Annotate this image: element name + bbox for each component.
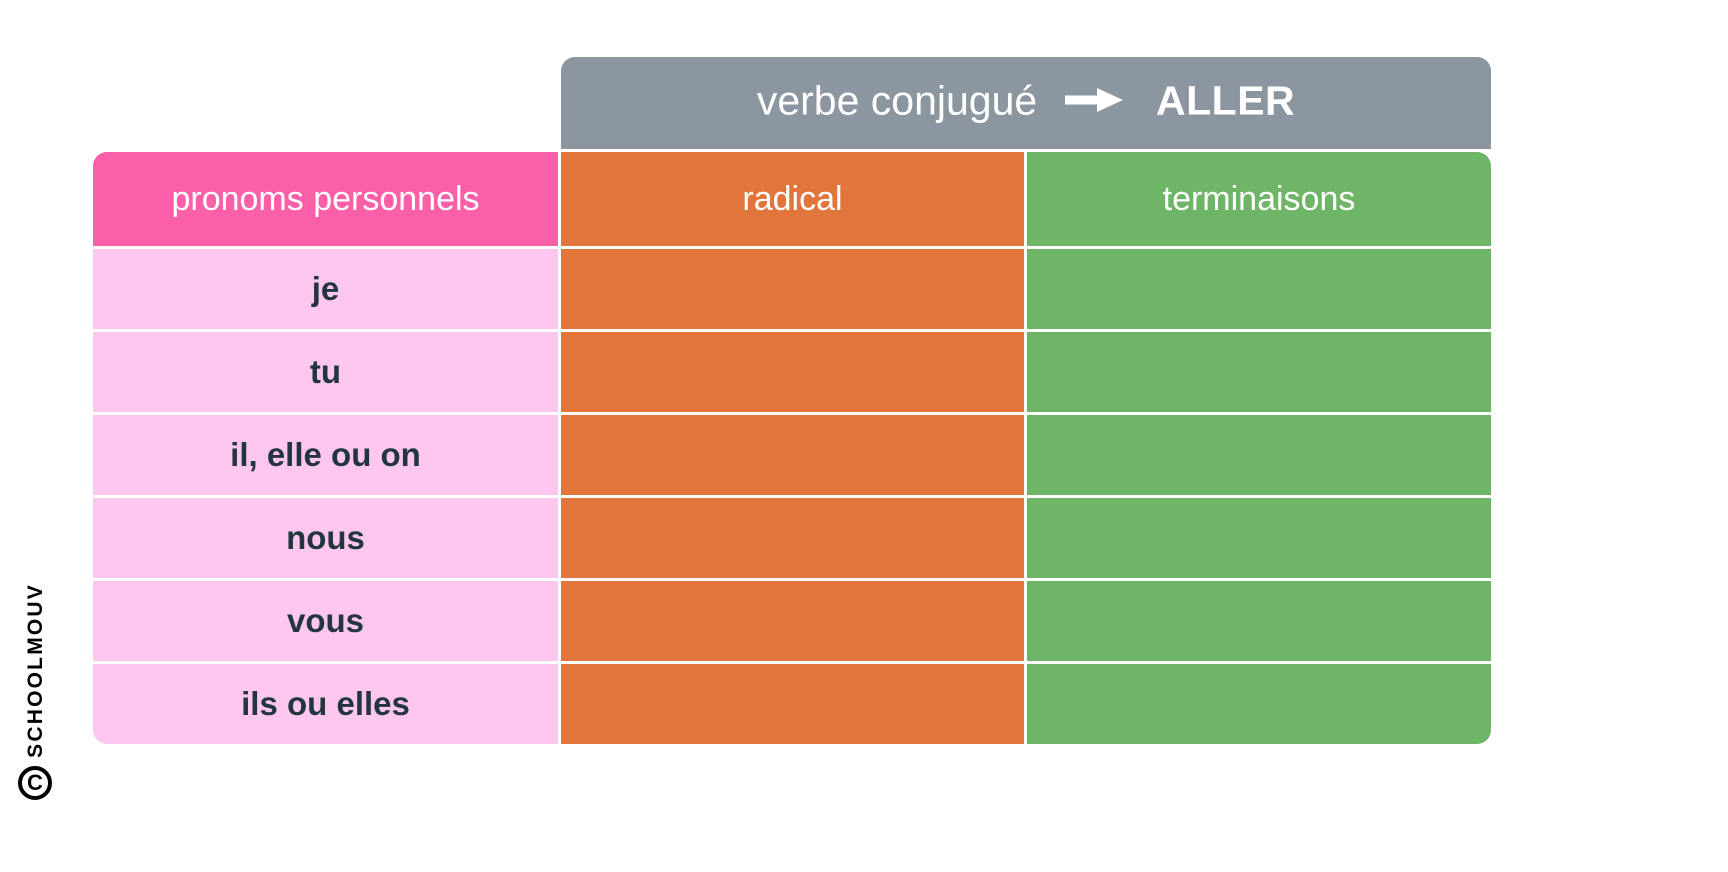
column-header-terminaisons: terminaisons bbox=[1027, 152, 1491, 246]
pronoun-cell: vous bbox=[93, 581, 558, 661]
radical-cell[interactable] bbox=[561, 498, 1024, 578]
terminaison-cell[interactable] bbox=[1027, 581, 1491, 661]
table-row: je bbox=[93, 249, 1491, 329]
terminaison-cell[interactable] bbox=[1027, 415, 1491, 495]
verb-title-prefix: verbe conjugué bbox=[756, 76, 1038, 123]
table-row: vous bbox=[93, 581, 1491, 661]
radical-cell[interactable] bbox=[561, 415, 1024, 495]
table-row: ils ou elles bbox=[93, 664, 1491, 744]
schoolmouv-watermark: C SCHOOLMOUV bbox=[18, 583, 52, 800]
terminaison-cell[interactable] bbox=[1027, 498, 1491, 578]
title-row-spacer bbox=[93, 57, 558, 149]
terminaison-cell[interactable] bbox=[1027, 664, 1491, 744]
copyright-icon: C bbox=[18, 766, 52, 800]
conjugation-table: verbe conjugué ALLER pronoms personnels … bbox=[90, 54, 1494, 747]
pronoun-cell: je bbox=[93, 249, 558, 329]
conjugation-table-container: verbe conjugué ALLER pronoms personnels … bbox=[90, 54, 1491, 747]
verb-name: ALLER bbox=[1156, 76, 1296, 123]
table-header-row: pronoms personnels radical terminaisons bbox=[93, 152, 1491, 246]
terminaison-cell[interactable] bbox=[1027, 332, 1491, 412]
brand-label: SCHOOLMOUV bbox=[23, 583, 47, 758]
table-title-row: verbe conjugué ALLER bbox=[93, 57, 1491, 149]
radical-cell[interactable] bbox=[561, 332, 1024, 412]
column-header-pronoms: pronoms personnels bbox=[93, 152, 558, 246]
arrow-right-icon bbox=[1064, 77, 1127, 124]
radical-cell[interactable] bbox=[561, 249, 1024, 329]
pronoun-cell: ils ou elles bbox=[93, 664, 558, 744]
radical-cell[interactable] bbox=[561, 581, 1024, 661]
pronoun-cell: tu bbox=[93, 332, 558, 412]
pronoun-cell: nous bbox=[93, 498, 558, 578]
table-row: tu bbox=[93, 332, 1491, 412]
pronoun-cell: il, elle ou on bbox=[93, 415, 558, 495]
verb-title-bar: verbe conjugué ALLER bbox=[561, 57, 1491, 149]
table-row: il, elle ou on bbox=[93, 415, 1491, 495]
table-row: nous bbox=[93, 498, 1491, 578]
radical-cell[interactable] bbox=[561, 664, 1024, 744]
column-header-radical: radical bbox=[561, 152, 1024, 246]
terminaison-cell[interactable] bbox=[1027, 249, 1491, 329]
